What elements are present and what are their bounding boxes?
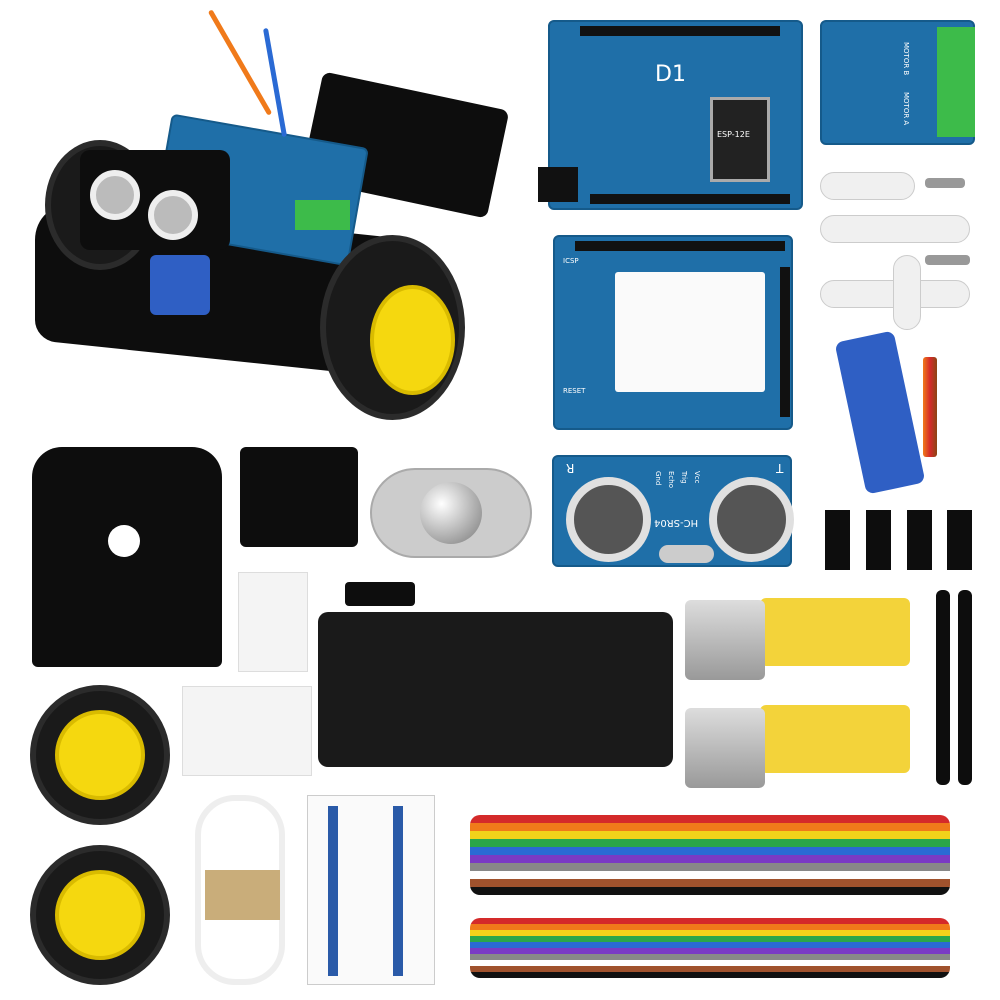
servo-horn [820,172,915,200]
caster-ball-sphere [420,482,482,544]
standoffs-bag [238,572,308,672]
screw [925,178,965,188]
screwdriver [958,590,972,785]
model-label: HC-SR04 [654,517,699,528]
dc-plug [345,582,415,606]
sensor-front-plate [240,447,358,547]
assembled-robot-car [30,9,510,430]
servo-horn [820,215,970,243]
motor-bracket [947,510,972,570]
d1-label: D1 [655,62,686,87]
wheel-hub [55,870,145,960]
prototype-shield: ICSP RESET [553,235,793,430]
pin-label: Gnd [654,471,662,486]
screw [925,255,970,265]
jumper-wire-ribbon [470,918,950,978]
icsp-label: ICSP [563,257,579,265]
servo-horn [893,255,921,330]
d1-wifi-board: D1 ESP-12E [538,20,803,210]
hc-sr04-sensor: R T Gnd Echo Trig Vcc HC-SR04 [552,455,794,567]
esp-label: ESP-12E [717,130,750,139]
ultrasonic-eye-right [148,190,198,240]
gear-motor [760,705,910,773]
jumper-wires [207,9,273,116]
motor-driver [295,200,350,230]
jumper-wire-ribbon [470,815,950,895]
pin-label: Echo [667,471,675,488]
dc-jack [538,167,578,202]
crystal [659,545,714,563]
motor-bracket [825,510,850,570]
reset-label: RESET [563,387,586,395]
chassis-plate-flat [32,447,222,667]
esp-module: ESP-12E [710,97,770,182]
servo-wire [923,357,937,457]
motor-can [685,708,765,788]
screws-bag [182,686,312,776]
transmitter-transducer [709,477,794,562]
breadboard [615,272,765,392]
cable-tie [205,870,280,920]
servo [150,255,210,315]
battery-case [318,612,673,767]
gear-motor [760,598,910,666]
motor-bracket [866,510,891,570]
motor-a-label: MOTOR A [902,92,910,126]
wheel-hub [55,710,145,800]
pin-label: Vcc [693,471,701,484]
receiver-transducer [566,477,651,562]
front-wheel-hub [370,285,455,395]
usb-cable [195,795,285,985]
motor-driver-board: MOTOR B MOTOR A [820,20,975,145]
sg90-servo [834,330,926,495]
chassis-hole [108,525,140,557]
jumper-wires [262,27,288,138]
pin-label: Trig [680,471,688,484]
screwdriver [936,590,950,785]
motor-b-label: MOTOR B [902,42,910,76]
instruction-manual [307,795,435,985]
ultrasonic-eye-left [90,170,140,220]
r-label: R [566,461,575,475]
motor-bracket [907,510,932,570]
motor-can [685,600,765,680]
t-label: T [776,461,784,475]
